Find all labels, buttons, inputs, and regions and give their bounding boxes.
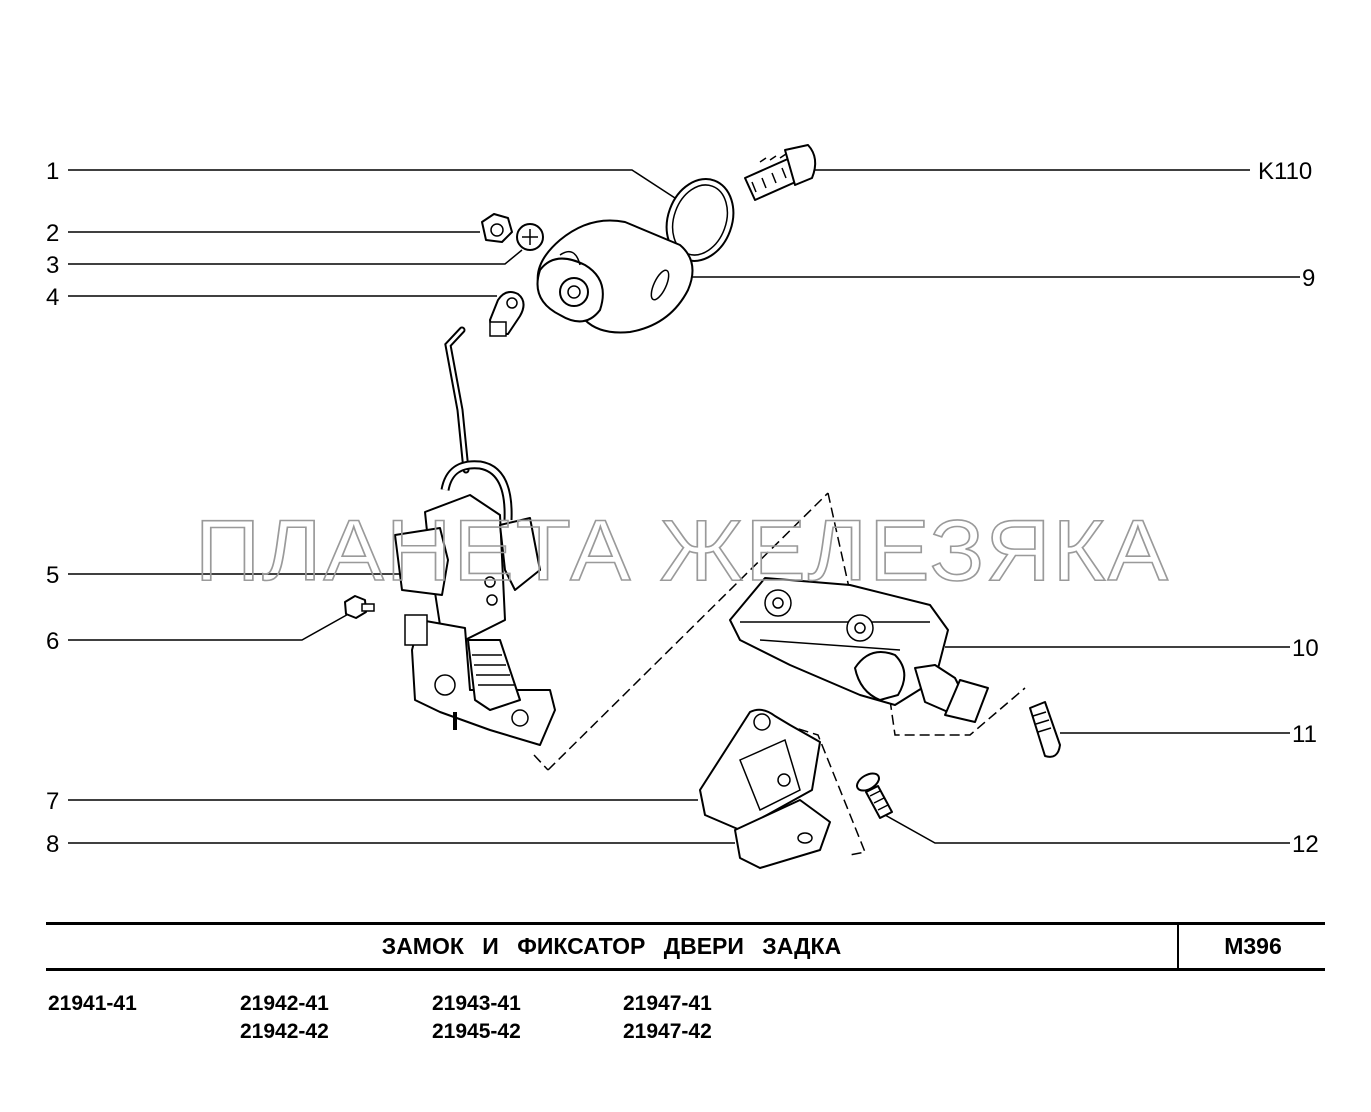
callout-9: 9: [1302, 265, 1315, 292]
part-8-plate: [734, 799, 831, 869]
callout-11: 11: [1292, 721, 1317, 748]
callout-7: 7: [46, 788, 59, 815]
callout-1: 1: [46, 158, 59, 185]
model-code: 21942-41: [240, 992, 329, 1015]
model-code: 21947-42: [623, 1020, 712, 1043]
leader-lines: [68, 169, 1300, 844]
callout-8: 8: [46, 831, 59, 858]
part-2-nut: [481, 213, 513, 243]
alignment-lines: [533, 492, 1026, 856]
watermark: ПЛАНЕТА ЖЕЛЕЗЯКА: [195, 503, 1170, 599]
part-10-latch: [729, 577, 989, 723]
callout-k110: K110: [1258, 158, 1312, 185]
callout-4: 4: [46, 284, 59, 311]
part-k110-lock-cylinder: [744, 144, 817, 201]
diagram-title: ЗАМОК И ФИКСАТОР ДВЕРИ ЗАДКА: [381, 933, 842, 959]
model-code: 21945-42: [432, 1020, 521, 1043]
part-9-lock-housing: [536, 219, 694, 334]
model-code: 21947-41: [623, 992, 712, 1015]
callout-labels: 1 2 3 4 5 6 7 8 K110 9 10 11 12: [46, 158, 1319, 858]
part-6-bolt: [344, 595, 375, 619]
callout-5: 5: [46, 562, 59, 589]
callout-10: 10: [1292, 635, 1319, 662]
part-5-lock-assembly: [394, 326, 556, 746]
part-4-clip: [489, 291, 525, 337]
part-12-screw: [856, 772, 893, 819]
callout-12: 12: [1292, 831, 1319, 858]
model-code: 21941-41: [48, 992, 137, 1015]
callout-2: 2: [46, 220, 59, 247]
model-code: 21943-41: [432, 992, 521, 1015]
part-11-screw: [1029, 701, 1061, 758]
callout-6: 6: [46, 628, 59, 655]
model-code: 21942-42: [240, 1020, 329, 1043]
diagram-code: M396: [1177, 925, 1327, 968]
callout-3: 3: [46, 252, 59, 279]
part-7-striker: [699, 708, 821, 831]
part-3-washer: [516, 223, 544, 251]
title-bar: ЗАМОК И ФИКСАТОР ДВЕРИ ЗАДКА M396: [46, 922, 1325, 971]
